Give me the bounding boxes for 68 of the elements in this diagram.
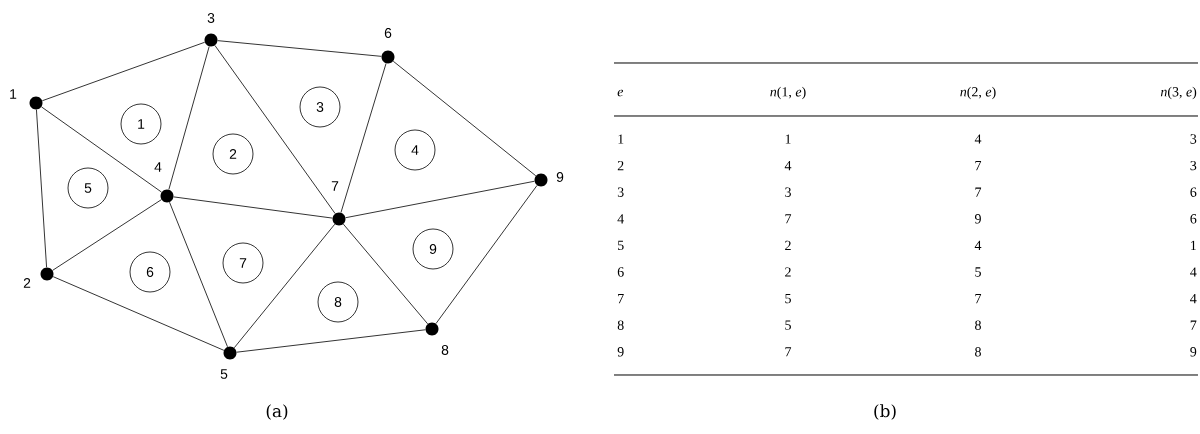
mesh-edge [169,201,228,348]
table-entry: 3 [785,187,791,197]
table-entry: 9 [617,347,624,357]
column-header: n(3, e) [1160,86,1197,100]
table-entry: 2 [617,161,624,171]
column-header: n(1, e) [770,86,806,100]
table-entry: 8 [975,320,981,330]
table-entry: 9 [974,214,981,224]
table-entry: 3 [617,187,624,197]
table-entry: 4 [974,240,982,250]
table-entry: 7 [785,214,792,224]
node-number: 1 [10,89,17,99]
mesh-edge [52,199,162,271]
table-entry: 6 [617,267,624,277]
table-entry: 4 [617,214,624,224]
table-entry: 5 [785,320,791,330]
mesh-edge [342,223,429,325]
mesh-edge [217,40,382,57]
table-entry: 8 [975,347,981,357]
mesh-edge [214,45,336,214]
caption: (b) [874,404,896,420]
table-entry: 1 [1191,240,1196,250]
node-number: 9 [556,172,564,182]
table-entry: 7 [785,347,792,357]
table-entry: 1 [785,134,791,144]
node-number: 4 [154,162,162,172]
mesh-edge [233,223,336,349]
table-entry: 5 [975,267,981,277]
mesh-edge [340,63,387,213]
table-entry: 4 [1190,294,1197,304]
table-entry: 7 [975,187,982,197]
node-number: 8 [441,345,449,355]
table-entry: 7 [1190,320,1197,330]
table-entry: 7 [618,294,624,304]
mesh-edge [392,60,537,177]
table-entry: 5 [618,240,624,251]
mesh-edge [173,196,333,219]
column-header: e [617,89,624,97]
mesh-edge [168,46,210,190]
node-number: 3 [207,13,215,23]
mesh-edge [36,109,47,268]
column-header: n(2, e) [960,86,996,100]
mesh-edge [345,180,535,219]
table-entry: 2 [785,240,791,250]
mesh-edge [41,41,206,102]
node-number: 2 [23,278,31,288]
table-entry: 3 [1190,134,1197,144]
mesh-edge [435,185,538,324]
table-entry: 4 [974,134,982,144]
table-entry: 3 [1190,160,1197,171]
table-entry: 6 [1190,214,1197,224]
caption: (a) [266,404,288,420]
table-entry: 7 [975,294,982,304]
mesh-edge [236,329,426,353]
mesh-edge [52,276,225,351]
table-entry: 5 [785,293,791,304]
node-number: 6 [384,28,392,38]
table-entry: 7 [975,161,982,171]
table-entry: 4 [784,161,792,171]
table-entry: 4 [1190,267,1197,277]
table-entry: 9 [1190,347,1197,357]
mesh-edge [41,106,162,193]
table-entry: 8 [617,320,624,330]
node-number: 5 [220,369,228,379]
table-entry: 1 [618,134,624,144]
table-entry: 6 [1190,187,1197,197]
table-entry: 2 [785,267,791,277]
node-number: 7 [331,181,339,191]
